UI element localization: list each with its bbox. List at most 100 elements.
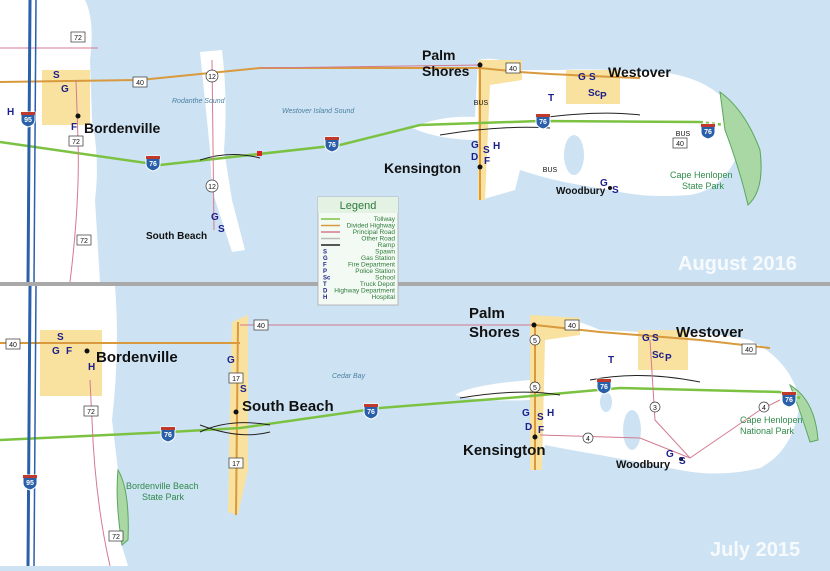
shield-number: 40 <box>136 80 144 87</box>
top-tollway-west <box>0 140 161 167</box>
top-woodbury-dot <box>608 186 612 190</box>
bottom-i95-shield: 95 <box>22 474 38 491</box>
bottom-kensington-dot <box>532 434 538 440</box>
bottom-bordenville-urban <box>40 330 102 396</box>
bottom-mainland <box>0 286 128 566</box>
legend-symbol: F <box>323 263 327 269</box>
bottom-bb-label-1: Bordenville Beach <box>126 481 199 491</box>
facility-spawn: S <box>240 384 247 395</box>
legend-item: Ramp <box>321 242 395 249</box>
facility-fire: F <box>538 425 544 436</box>
facility-fire: F <box>66 346 72 357</box>
legend-symbol: H <box>323 295 327 301</box>
legend-symbol: G <box>323 256 328 262</box>
top-principal-road <box>259 64 481 69</box>
shield-number: 72 <box>87 409 95 416</box>
shield-number: 72 <box>112 534 120 541</box>
bottom-cape-label-2: National Park <box>740 426 795 436</box>
facility-gas: G <box>52 346 60 357</box>
facility-highway: D <box>525 422 532 433</box>
top-pond <box>564 135 584 175</box>
legend-header <box>318 197 398 213</box>
top-palmshores-dot <box>477 62 483 68</box>
top-route-shields: 40 40 40 72 72 72 12 12 BUS BUS BUS <box>68 31 691 246</box>
facility-spawn: S <box>679 456 686 467</box>
legend-label: Tollway <box>374 216 396 223</box>
bottom-facilities: S G F H G S G S H D F G S Sc P T G S <box>52 332 686 467</box>
shield-number: 76 <box>785 397 793 404</box>
facility-spawn: S <box>483 145 490 156</box>
shield-number: 5 <box>533 385 537 392</box>
top-southbeach-label: South Beach <box>146 231 207 242</box>
top-i95-shield: 95 <box>20 111 36 128</box>
shield-number: 3 <box>653 405 657 412</box>
facility-gas: G <box>600 178 608 189</box>
shield-number: 40 <box>745 347 753 354</box>
facility-gas: G <box>61 84 69 95</box>
facility-spawn: S <box>612 185 619 196</box>
shield-number: 72 <box>72 139 80 146</box>
facility-gas: G <box>578 72 586 83</box>
facility-spawn: S <box>589 72 596 83</box>
bottom-palmshores-dot <box>531 322 537 328</box>
legend-item: Divided Highway <box>321 223 396 230</box>
legend-label: Principal Road <box>353 229 396 236</box>
top-i76-shield: 76 <box>324 136 340 153</box>
top-cape-park <box>719 90 762 206</box>
facility-gas: G <box>211 212 219 223</box>
shield-number: 17 <box>232 376 240 383</box>
legend-label: Highway Department <box>334 288 395 295</box>
legend-symbol: D <box>323 289 328 295</box>
facility-hospital: H <box>493 141 500 152</box>
shield-label: BUS <box>474 100 489 107</box>
bottom-woodbury-dot <box>679 457 683 461</box>
bottom-date-label: July 2015 <box>710 539 800 561</box>
bottom-westover-label: Westover <box>676 324 743 341</box>
shield-number: 40 <box>509 66 517 73</box>
facility-spawn: S <box>57 332 64 343</box>
shield-number: 76 <box>149 161 157 168</box>
facility-fire: F <box>71 122 77 133</box>
shield-number: 40 <box>9 342 17 349</box>
top-palmshores-urban <box>478 60 522 200</box>
top-westover-island-sound: Westover Island Sound <box>282 108 355 115</box>
bottom-i76-shield: 76 <box>596 378 612 395</box>
legend-label: Divided Highway <box>347 223 396 230</box>
top-i76-shield: 76 <box>700 123 716 140</box>
facility-highway: D <box>471 152 478 163</box>
top-kensington-island <box>412 58 736 200</box>
facility-spawn: S <box>218 224 225 235</box>
legend-label: School <box>375 275 395 282</box>
shield-number: 72 <box>74 35 82 42</box>
bottom-bbeach-park <box>116 468 129 546</box>
shield-label: BUS <box>676 131 691 138</box>
facility-spawn: S <box>652 333 659 344</box>
legend-symbol: T <box>323 282 327 288</box>
legend-item: D Highway Department <box>323 288 395 295</box>
facility-truck: T <box>548 93 554 104</box>
bottom-route4 <box>539 434 691 459</box>
shield-number: 76 <box>367 409 375 416</box>
shield-number: 5 <box>533 338 537 345</box>
facility-school: Sc <box>588 88 601 99</box>
facility-gas: G <box>666 449 674 460</box>
legend-symbol: Sc <box>323 276 331 282</box>
bottom-palmshores-label-2: Shores <box>469 324 520 341</box>
shield-number: 17 <box>232 461 240 468</box>
bottom-pond <box>623 410 641 450</box>
top-ramp <box>199 154 261 161</box>
shield-number: 4 <box>762 405 766 412</box>
shield-number: 12 <box>208 74 216 81</box>
bottom-kensington-label: Kensington <box>463 442 546 459</box>
bottom-pond-2 <box>600 392 612 412</box>
top-bordenville-urban <box>42 70 90 125</box>
top-bordenville-label: Bordenville <box>84 120 160 136</box>
facility-hospital: H <box>88 362 95 373</box>
bottom-i95-b <box>33 285 37 567</box>
top-westover-label: Westover <box>608 64 671 80</box>
